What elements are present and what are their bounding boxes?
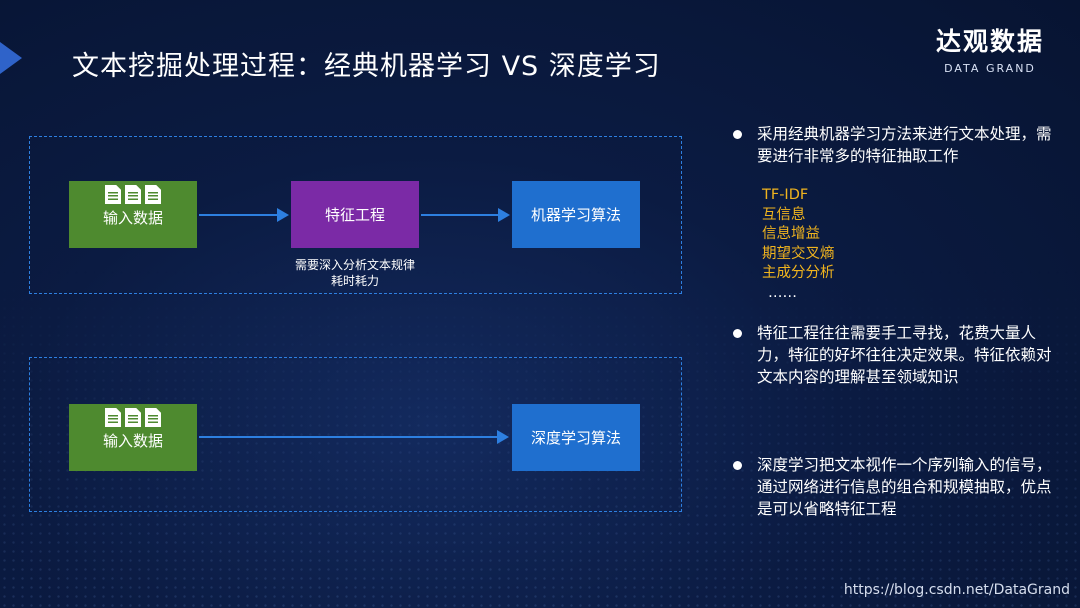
classic-input-label: 输入数据 (102, 209, 163, 227)
feature-item: 互信息 (762, 206, 806, 223)
document-icon (145, 408, 161, 427)
classic-ml-frame (29, 136, 682, 294)
bullet-deep-learning: 深度学习把文本视作一个序列输入的信号，通过网络进行信息的组合和规模抽取，优点是可… (733, 454, 1057, 520)
ml-algorithm-label: 机器学习算法 (530, 206, 621, 224)
feature-engineering-box: 特征工程 (291, 181, 419, 248)
deep-input-label: 输入数据 (102, 432, 163, 450)
document-icons (69, 408, 197, 427)
deep-algorithm-label: 深度学习算法 (530, 429, 621, 447)
document-icon (105, 185, 121, 204)
feature-item: 主成分分析 (762, 265, 835, 281)
feature-list: TF-IDF 互信息 信息增益 期望交叉熵 主成分分析 …… (762, 186, 835, 303)
bullet-feature-engineering: 特征工程往往需要手工寻找，花费大量人力，特征的好坏往往决定效果。特征依赖对文本内… (733, 322, 1057, 388)
feature-engineering-label: 特征工程 (324, 206, 385, 224)
logo-en: DATA GRAND (944, 62, 1036, 75)
arrow-feature-to-ml (421, 208, 510, 222)
feature-item: 期望交叉熵 (762, 245, 835, 262)
feature-item: …… (768, 284, 797, 301)
feature-note-line1: 需要深入分析文本规律 (294, 258, 415, 272)
logo: 达观数据 DATA GRAND (930, 27, 1050, 76)
feature-item: TF-IDF (762, 187, 809, 203)
arrow-input-to-deep (199, 430, 509, 444)
bullet-classic: 采用经典机器学习方法来进行文本处理，需要进行非常多的特征抽取工作 (733, 123, 1057, 167)
feature-note: 需要深入分析文本规律 耗时耗力 (270, 257, 440, 289)
document-icons (69, 185, 197, 204)
deep-learning-frame (29, 357, 682, 512)
ml-algorithm-box: 机器学习算法 (512, 181, 640, 248)
feature-item: 信息增益 (762, 226, 820, 242)
arrow-input-to-feature (199, 208, 289, 222)
document-icon (105, 408, 121, 427)
triangle-marker-icon (0, 42, 22, 74)
classic-input-box: 输入数据 (69, 181, 197, 248)
logo-cn: 达观数据 (935, 27, 1044, 56)
feature-note-line2: 耗时耗力 (330, 274, 379, 288)
deep-algorithm-box: 深度学习算法 (512, 404, 640, 471)
document-icon (125, 185, 141, 204)
document-icon (145, 185, 161, 204)
document-icon (125, 408, 141, 427)
deep-input-box: 输入数据 (69, 404, 197, 471)
slide-title: 文本挖掘处理过程：经典机器学习 VS 深度学习 (72, 51, 661, 82)
watermark: https://blog.csdn.net/DataGrand (843, 582, 1070, 598)
